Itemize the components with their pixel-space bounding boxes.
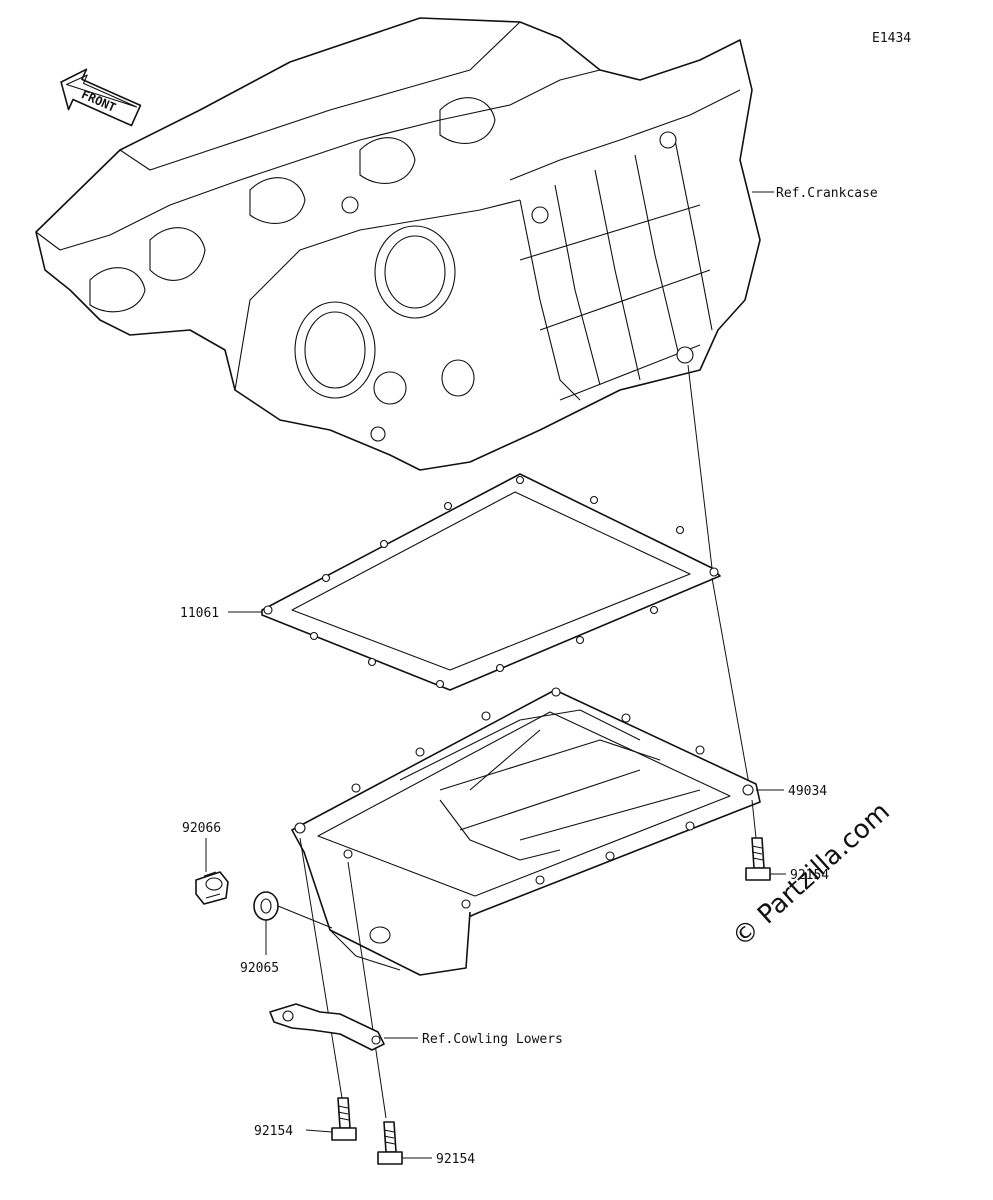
bolt-left xyxy=(331,1097,357,1141)
label-bolt-left: 92154 xyxy=(254,1124,293,1139)
bolt-right xyxy=(745,837,771,881)
label-drain-plug: 92066 xyxy=(182,821,221,836)
oil-pan xyxy=(291,687,761,976)
cowling-bracket xyxy=(269,1003,385,1051)
oil-pan-gasket xyxy=(261,473,721,691)
label-bolt-bottom: 92154 xyxy=(436,1152,475,1167)
front-arrow: FRONT xyxy=(60,68,142,127)
label-washer: 92065 xyxy=(240,961,279,976)
label-gasket: 11061 xyxy=(180,606,219,621)
diagram-code: E1434 xyxy=(872,31,911,46)
label-oil-pan: 49034 xyxy=(788,784,827,799)
crankcase xyxy=(35,17,761,471)
label-ref-crankcase: Ref.Crankcase xyxy=(776,186,878,201)
bolt-bottom xyxy=(377,1121,403,1165)
label-ref-cowling: Ref.Cowling Lowers xyxy=(422,1032,563,1047)
drain-washer xyxy=(253,891,279,921)
drain-plug xyxy=(195,871,229,905)
label-bolt-right: 92154 xyxy=(790,868,829,883)
